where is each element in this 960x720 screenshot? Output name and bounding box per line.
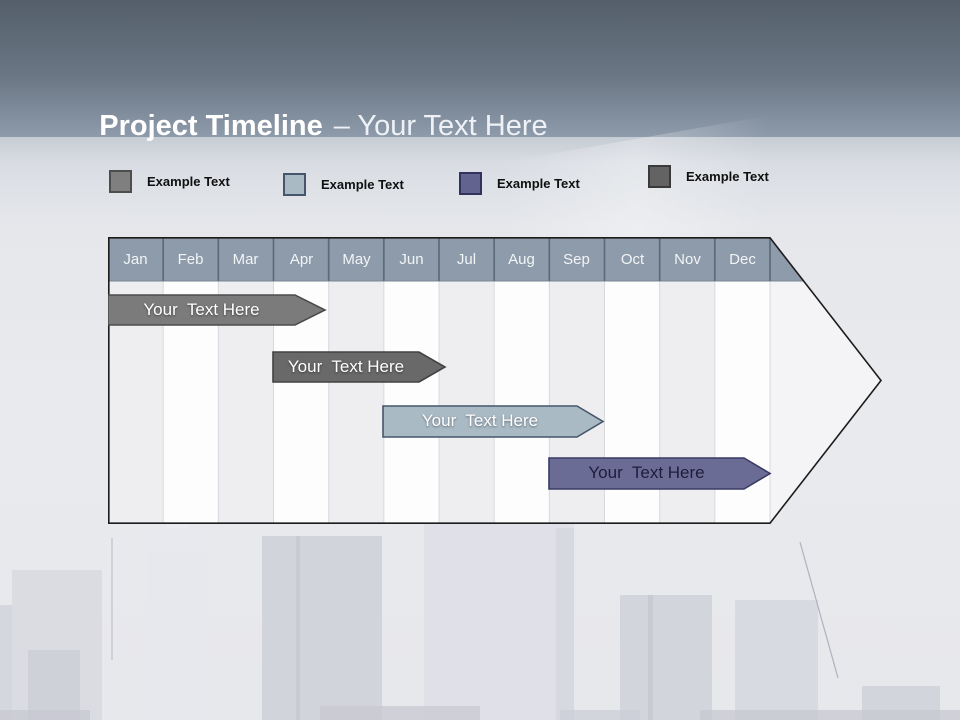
task-bar-3-label[interactable]: Your Text Here bbox=[421, 411, 539, 430]
task-bar-2-label[interactable]: Your Text Here bbox=[287, 357, 405, 376]
month-cell-sep: Sep bbox=[563, 251, 590, 268]
month-cell-mar: Mar bbox=[232, 251, 259, 268]
month-cell-feb: Feb bbox=[177, 251, 204, 268]
timeline-arrow-graphic bbox=[108, 237, 883, 525]
legend-swatch-purple bbox=[459, 171, 482, 195]
title-main-text: Project Timeline bbox=[99, 110, 323, 142]
month-cell-dec: Dec bbox=[729, 251, 756, 268]
legend-item-4: Example Text bbox=[648, 163, 769, 189]
legend-label-4[interactable]: Example Text bbox=[686, 168, 769, 184]
slide-title[interactable]: Project Timeline – Your Text Here bbox=[67, 60, 907, 142]
task-bar-4-label[interactable]: Your Text Here bbox=[588, 463, 705, 482]
month-cell-nov: Nov bbox=[674, 251, 701, 268]
legend-label-1[interactable]: Example Text bbox=[147, 173, 230, 189]
title-band-background bbox=[0, 0, 960, 137]
task-bar-1-shape[interactable] bbox=[108, 294, 327, 326]
task-bar-1-label[interactable]: Your Text Here bbox=[143, 300, 260, 319]
legend-label-2[interactable]: Example Text bbox=[321, 176, 404, 192]
legend-item-1: Example Text bbox=[109, 168, 230, 194]
legend-swatch-bluegray bbox=[283, 172, 306, 196]
month-cell-may: May bbox=[342, 251, 371, 268]
legend-item-3: Example Text bbox=[459, 170, 580, 196]
month-cell-jun: Jun bbox=[399, 251, 424, 268]
legend-label-3[interactable]: Example Text bbox=[497, 175, 580, 191]
timeline-arrow-outline bbox=[108, 237, 883, 525]
legend-swatch-gray bbox=[109, 169, 132, 193]
task-bar-3-shape[interactable] bbox=[382, 405, 605, 438]
timeline-chart: Jan Feb Mar Apr May Jun Jul Aug Sep Oct … bbox=[108, 237, 884, 525]
month-cell-jul: Jul bbox=[456, 251, 477, 268]
month-cell-jan: Jan bbox=[123, 251, 148, 268]
title-placeholder-text: – Your Text Here bbox=[333, 110, 548, 142]
month-cell-aug: Aug bbox=[508, 251, 535, 268]
legend-swatch-darkgray bbox=[648, 164, 671, 188]
task-bar-2-shape[interactable] bbox=[272, 351, 447, 383]
task-bar-4-shape[interactable] bbox=[548, 457, 772, 490]
month-cell-apr: Apr bbox=[289, 251, 314, 268]
legend-item-2: Example Text bbox=[283, 171, 404, 197]
month-cell-oct: Oct bbox=[620, 251, 645, 268]
